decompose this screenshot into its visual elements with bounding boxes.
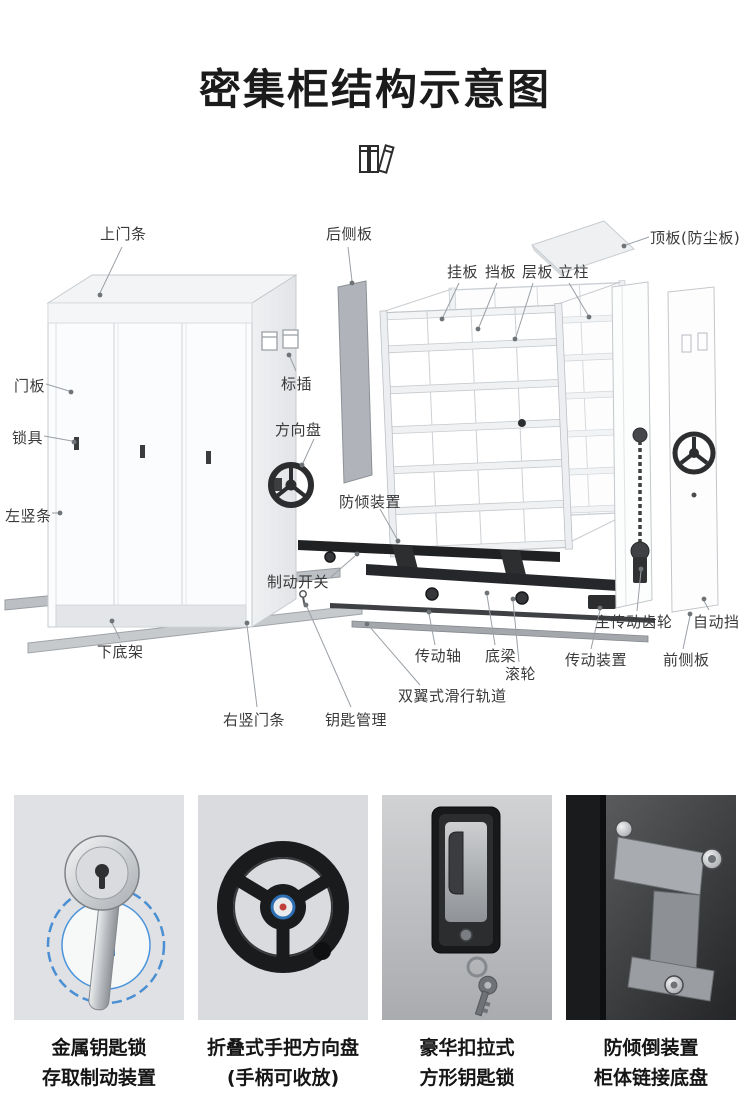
label-bottom-frame: 下底架 [97,643,144,661]
caption-line1: 金属钥匙锁 [51,1037,147,1059]
label-main-drive-gear: 主传动齿轮 [595,613,673,631]
drive-panel [611,281,653,609]
top-dust-panel-part [531,220,635,279]
label-brake-switch: 制动开关 [267,573,330,591]
label-bottom-beam: 底梁 [485,647,517,665]
anti-tip-bracket-photo [566,795,736,1020]
caption-line2: (手柄可收放) [226,1067,340,1089]
feature-caption: 金属钥匙锁 存取制动装置 [14,1033,184,1093]
label-roller: 滚轮 [505,665,537,683]
label-key-management: 钥匙管理 [325,711,388,729]
caption-line2: 方形钥匙锁 [419,1067,515,1089]
label-left-vertical-strip: 左竖条 [5,507,52,525]
label-rear-side-panel: 后侧板 [326,225,373,243]
caption-line2: 存取制动装置 [41,1067,156,1089]
caption-line1: 豪华扣拉式 [419,1037,515,1059]
label-lock: 锁具 [12,429,44,447]
label-top-panel: 顶板(防尘板) [650,229,741,247]
label-hanging-board: 挂板 [447,263,479,281]
label-shelf-board: 层板 [522,263,554,281]
caption-line1: 折叠式手把方向盘 [206,1037,359,1059]
front-side-panel-part [667,286,719,613]
feature-cards: 金属钥匙锁 存取制动装置 [0,795,750,1093]
label-double-wing-track: 双翼式滑行轨道 [398,687,507,705]
books-icon [359,144,395,174]
label-top-door-strip: 上门条 [100,225,147,243]
feature-card: 豪华扣拉式 方形钥匙锁 [382,795,552,1093]
feature-caption: 防倾倒装置 柜体链接底盘 [566,1033,736,1093]
leader-dots [57,243,707,627]
feature-caption: 折叠式手把方向盘 (手柄可收放) [198,1033,368,1093]
label-door-panel: 门板 [14,377,46,395]
label-transmission: 传动装置 [565,651,628,669]
feature-card: 防倾倒装置 柜体链接底盘 [566,795,736,1093]
leader-lines [43,236,710,708]
feature-caption: 豪华扣拉式 方形钥匙锁 [382,1033,552,1093]
rear-side-panel-part [337,280,373,484]
feature-card: 金属钥匙锁 存取制动装置 [14,795,184,1093]
cabinet-steering-wheel [268,462,314,508]
square-key-lock-photo [382,795,552,1020]
label-auto-stop: 自动挡 [693,613,740,631]
label-steering-wheel: 方向盘 [275,421,322,439]
label-baffle: 挡板 [485,263,517,281]
caption-line1: 防倾倒装置 [603,1037,699,1059]
label-front-side-panel: 前侧板 [663,651,710,669]
caption-line2: 柜体链接底盘 [593,1067,708,1089]
shelf-unit-front [379,302,573,558]
feature-card: 折叠式手把方向盘 (手柄可收放) [198,795,368,1093]
label-column: 立柱 [558,263,590,281]
cabinet-structure-diagram [4,220,719,708]
label-anti-tilt-device: 防倾装置 [339,493,402,511]
label-insert-parts [261,329,299,351]
metal-key-lock-photo [14,795,184,1020]
base-frame [298,540,655,643]
label-label-insert: 标插 [281,375,313,393]
cabinet [46,274,307,628]
label-right-vertical-door-strip: 右竖门条 [223,711,286,729]
label-drive-shaft: 传动轴 [415,647,462,665]
folding-steering-wheel-photo [198,795,368,1020]
page-title: 密集柜结构示意图 [198,65,551,114]
